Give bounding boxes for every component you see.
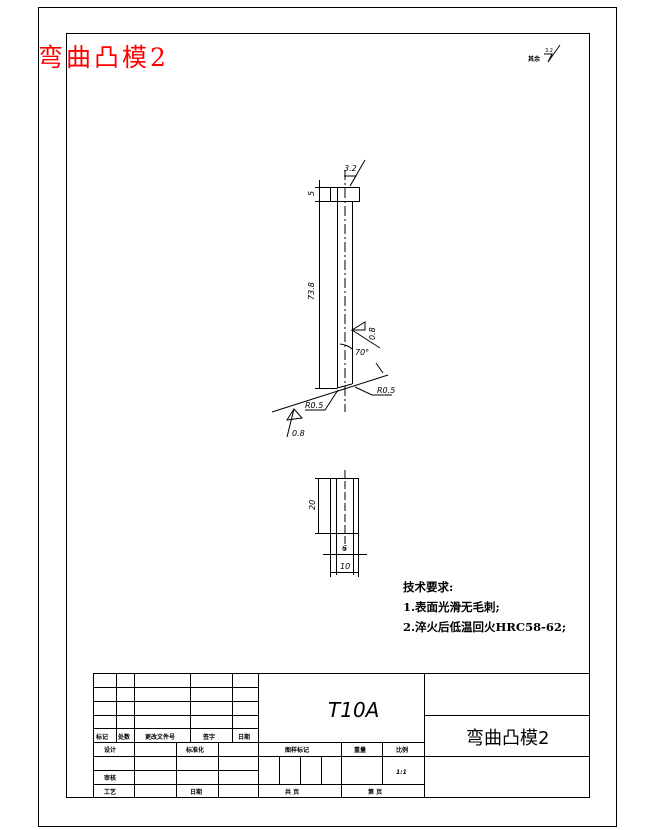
tech-item: 2.淬火后低温回火HRC58-62; [403, 620, 567, 634]
svg-text:设计: 设计 [104, 746, 116, 754]
part-name: 弯曲凸模2 [466, 728, 549, 749]
svg-text:标准化: 标准化 [185, 746, 204, 754]
svg-text:R0.5: R0.5 [377, 386, 395, 395]
main-view [271, 159, 392, 438]
drawing-title: 弯曲凸模2 [38, 43, 169, 72]
svg-text:5: 5 [307, 191, 316, 196]
technical-requirements: 技术要求: 1.表面光滑无毛刺; 2.淬火后低温回火HRC58-62; [403, 577, 566, 637]
svg-text:73.8: 73.8 [307, 282, 316, 300]
svg-text:标记: 标记 [95, 733, 108, 741]
svg-text:图样标记: 图样标记 [285, 746, 309, 754]
svg-text:0.8: 0.8 [368, 327, 377, 340]
title-block [93, 673, 590, 798]
outer-border [38, 7, 617, 827]
end-view [315, 470, 367, 577]
svg-text:0.8: 0.8 [292, 429, 305, 438]
roughness-note: 其余 3.2 [528, 44, 561, 63]
svg-text:共 页: 共 页 [285, 788, 299, 796]
inner-frame [66, 33, 590, 798]
tech-item: 1.表面光滑无毛刺; [403, 600, 500, 614]
svg-text:3.2: 3.2 [344, 164, 357, 173]
svg-text:比例: 比例 [396, 746, 408, 754]
svg-text:10: 10 [340, 562, 350, 571]
svg-text:6: 6 [342, 544, 347, 553]
svg-text:更改文件号: 更改文件号 [145, 733, 175, 741]
svg-text:日期: 日期 [238, 733, 250, 741]
svg-text:1:1: 1:1 [396, 769, 407, 776]
svg-text:R0.5: R0.5 [305, 401, 323, 410]
svg-text:20: 20 [308, 500, 317, 510]
svg-text:70°: 70° [355, 348, 369, 357]
svg-text:3.2: 3.2 [545, 48, 553, 54]
material: T10A [328, 698, 379, 722]
svg-text:重量: 重量 [354, 746, 366, 754]
tech-title: 技术要求: [403, 580, 454, 594]
svg-text:日期: 日期 [190, 788, 202, 796]
svg-text:审核: 审核 [104, 774, 116, 782]
svg-text:处数: 处数 [117, 733, 131, 741]
svg-text:工艺: 工艺 [104, 788, 116, 796]
roughness-label: 其余 [528, 55, 541, 63]
svg-text:签字: 签字 [202, 733, 215, 741]
svg-text:第 页: 第 页 [367, 788, 382, 796]
